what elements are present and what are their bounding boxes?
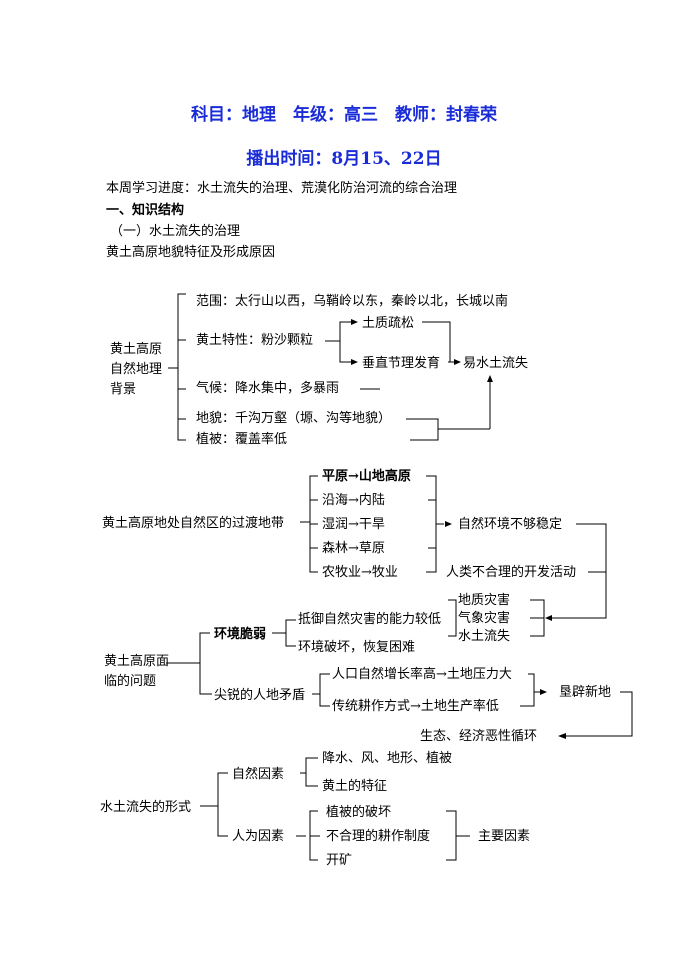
d4-natural: 自然因素: [232, 767, 285, 782]
d3-resist: 抵御自然灾害的能力较低: [298, 612, 442, 627]
d2-right-bracket: [426, 475, 437, 573]
study-progress: 本周学习进度：水土流失的治理、荒漠化防治河流的综合治理: [106, 181, 458, 196]
d4-natural-item-1: 降水、风、地形、植被: [322, 751, 453, 766]
d3-bracket: [199, 632, 212, 695]
d1-root-line2: 自然地理: [110, 362, 163, 377]
d1-soil: 黄土特性：粉沙颗粒: [196, 333, 314, 348]
d3-reclaim: 垦辟新地: [559, 685, 612, 700]
d2-root: 黄土高原地处自然区的过渡地带: [102, 516, 285, 531]
d3-disaster-weather: 气象灾害: [458, 611, 511, 626]
d2-item-2: 沿海→内陆: [322, 493, 385, 508]
diagram-title: 黄土高原地貌特征及形成原因: [106, 245, 276, 260]
d4-root: 水土流失的形式: [100, 800, 192, 815]
d4-main-factor: 主要因素: [478, 829, 531, 844]
d3-fragile: 环境脆弱: [214, 627, 267, 642]
d1-soil-joints: 垂直节理发育: [362, 356, 441, 371]
d3-disaster-geo: 地质灾害: [458, 593, 511, 608]
d3-damage: 环境破坏，恢复困难: [298, 640, 416, 655]
d3-root-line2: 临的问题: [104, 674, 157, 689]
d1-vegetation: 植被：覆盖率低: [196, 432, 288, 447]
d3-conflict: 尖锐的人地矛盾: [214, 688, 306, 703]
d1-climate: 气候：降水集中，多暴雨: [196, 381, 340, 396]
broadcast-time: 播出时间：8月15、22日: [246, 149, 442, 169]
d4-human-item-2: 不合理的耕作制度: [326, 829, 431, 844]
page-title: 科目：地理 年级：高三 教师：封春荣: [191, 105, 497, 125]
d1-landform: 地貌：千沟万壑（塬、沟等地貌）: [196, 411, 392, 426]
d2-result-human: 人类不合理的开发活动: [446, 565, 577, 580]
subsection-heading: （一）水土流失的治理: [110, 224, 241, 239]
d3-farming: 传统耕作方式→土地生产率低: [332, 699, 499, 714]
d1-soil-loose: 土质疏松: [362, 316, 415, 331]
d2-item-4: 森林→草原: [322, 541, 385, 556]
d4-bracket: [217, 772, 228, 837]
section-heading: 一、知识结构: [106, 203, 185, 218]
d1-root-line1: 黄土高原: [110, 342, 163, 357]
d1-range: 范围：太行山以西，乌鞘岭以东，秦岭以北，长城以南: [196, 294, 509, 309]
d3-population: 人口自然增长率高→土地压力大: [332, 667, 512, 682]
d3-disaster-erosion: 水土流失: [458, 629, 511, 644]
d1-root-line3: 背景: [110, 382, 137, 397]
d1-result: 易水土流失: [463, 356, 529, 371]
d1-bracket: [177, 293, 186, 441]
d3-root-line1: 黄土高原面: [104, 654, 170, 669]
d4-human-item-3: 开矿: [326, 853, 353, 868]
d3-cycle: 生态、经济恶性循环: [420, 729, 538, 744]
d2-item-3: 湿润→干旱: [322, 517, 385, 532]
d4-natural-item-2: 黄土的特征: [322, 779, 388, 794]
d4-human: 人为因素: [232, 829, 285, 844]
d4-human-item-1: 植被的破坏: [326, 805, 392, 820]
d2-item-1: 平原→山地高原: [322, 469, 411, 484]
d2-item-5: 农牧业→牧业: [322, 565, 398, 580]
d2-result-unstable: 自然环境不够稳定: [458, 517, 563, 532]
